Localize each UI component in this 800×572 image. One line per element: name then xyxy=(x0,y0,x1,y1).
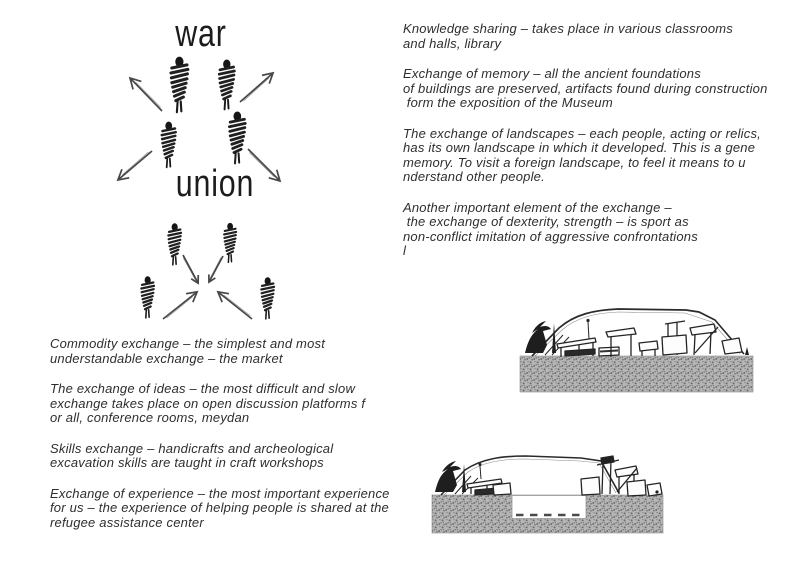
outward-arrow-icon xyxy=(235,67,278,108)
person-figure-icon xyxy=(259,275,276,321)
buildings xyxy=(544,318,749,357)
skills-exchange-paragraph: Skills exchange – handicrafts and archeo… xyxy=(50,440,334,470)
commodity-exchange-paragraph: Commodity exchange – the simplest and mo… xyxy=(50,336,326,366)
outward-arrow-icon xyxy=(113,145,157,186)
war-union-diagram xyxy=(113,56,285,325)
memory-exchange-paragraph: Exchange of memory – all the ancient fou… xyxy=(403,66,768,110)
union-label: union xyxy=(175,163,255,205)
war-label: war xyxy=(175,13,227,55)
ground-hatch xyxy=(519,355,754,393)
settlement-sketch-top xyxy=(519,308,754,393)
inward-arrow-icon xyxy=(178,252,203,286)
person-figure-icon xyxy=(217,58,236,111)
mound-outline xyxy=(531,308,745,357)
outward-arrow-icon xyxy=(243,144,285,186)
mound-outline xyxy=(440,455,620,496)
person-figure-icon xyxy=(169,56,190,114)
inward-arrow-icon xyxy=(213,286,257,325)
excavation-sketch-bottom xyxy=(431,455,664,534)
person-figure-icon xyxy=(222,221,238,264)
left-text-column: Commodity exchange – the simplest and mo… xyxy=(50,336,390,546)
person-figure-icon xyxy=(139,274,156,320)
experience-exchange-paragraph: Exchange of experience – the most import… xyxy=(50,485,390,530)
person-figure-icon xyxy=(160,119,178,170)
excavation-pit xyxy=(511,495,587,519)
inward-arrow-icon xyxy=(158,286,202,325)
dexterity-exchange-paragraph: Another important element of the exchang… xyxy=(403,199,698,258)
inward-arrow-icon xyxy=(205,253,227,285)
buildings xyxy=(454,455,663,497)
right-text-column: Knowledge sharing – takes place in vario… xyxy=(403,21,768,275)
person-figure-icon xyxy=(166,221,183,267)
outward-arrow-icon xyxy=(124,72,168,116)
ideas-exchange-paragraph: The exchange of ideas – the most difficu… xyxy=(50,381,366,425)
person-figure-icon xyxy=(227,109,247,166)
landscapes-exchange-paragraph: The exchange of landscapes – each people… xyxy=(403,125,761,184)
knowledge-sharing-paragraph: Knowledge sharing – takes place in vario… xyxy=(403,21,733,51)
